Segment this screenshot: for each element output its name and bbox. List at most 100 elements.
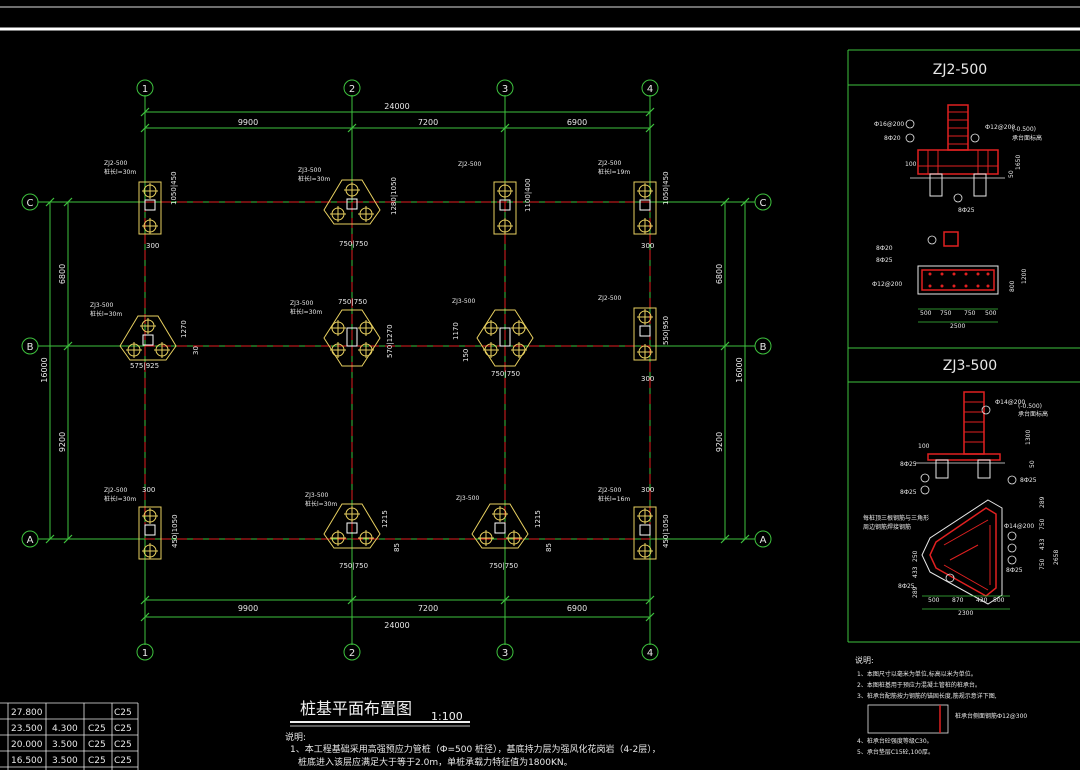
elev-r4-c4: C25 <box>114 756 132 766</box>
zj3-b2: 8Ф25 <box>900 489 917 496</box>
cap-a3-side: 85 <box>545 543 553 552</box>
right-notes-heading: 说明: <box>855 655 874 665</box>
zj3-plan-r1: Ф14@200 <box>1004 523 1034 530</box>
elev-r3-c2: 3.500 <box>52 740 78 750</box>
detail-panel: ZJ2-500 ZJ3-500 Ф16@200 8Ф20 Ф12@200 (-0… <box>847 49 1080 643</box>
cap-a2-dim-h: 750|750 <box>339 562 368 570</box>
cap-b1-dim-v: 1270 <box>180 320 188 338</box>
cap-b1-length: 桩长l=30m <box>90 310 122 318</box>
axis-a-right: A <box>760 535 767 546</box>
cap-c2-dim-v: 1280|1050 <box>390 177 398 215</box>
cap-c2-length: 桩长l=30m <box>298 175 330 183</box>
zj2-bottom: 8Ф25 <box>958 207 975 214</box>
dim-span-ba-right: 9200 <box>715 432 724 452</box>
zj2-plan-d1: 800 <box>1009 280 1016 292</box>
cap-a2-name: ZJ3-500 <box>305 492 328 499</box>
dim-span-cb-left: 6800 <box>58 264 67 284</box>
cap-c3-name: ZJ2-500 <box>458 161 481 168</box>
zj3-h100: 100 <box>918 443 930 450</box>
cap-a1-name: ZJ2-500 <box>104 487 127 494</box>
dim-span-1-2-bottom: 9900 <box>238 604 258 613</box>
right-notes-l5: 5、承台垫层C15砼,100厚。 <box>857 748 934 756</box>
cap-b3-dim-h: 750|750 <box>491 370 520 378</box>
cap-b2[interactable]: ZJ3-500 桩长l=30m 750|750 570|1270 <box>290 298 394 366</box>
zj3-elev: (-0.500) <box>1018 403 1042 410</box>
zj2-width-4: 500 <box>985 310 997 317</box>
zj3-width-3: 430 <box>976 597 988 604</box>
zj2-section: Ф16@200 8Ф20 Ф12@200 (-0.500) 承台面标高 100 … <box>874 104 1042 214</box>
notes-line-1: 1、本工程基础采用高强预应力管桩（Ф=500 桩径），基底持力层为强风化花岗岩（… <box>290 743 661 755</box>
cap-c4-length: 桩长l=19m <box>598 168 630 176</box>
axis-c-left: C <box>27 198 34 209</box>
cap-b4-dim-h: 300 <box>641 375 654 383</box>
axis-3-top: 3 <box>502 84 508 95</box>
elev-r3-c4: C25 <box>114 740 132 750</box>
zj2-rebar-c: Ф12@200 <box>985 124 1015 131</box>
zj2-rebar-b: 8Ф20 <box>884 135 901 142</box>
elevation-table: 27.800 C25 23.500 4.300 C25 C25 20.000 3… <box>0 702 139 770</box>
zj3-total: 2300 <box>958 610 973 617</box>
zj3-vdim2-2: 433 <box>912 566 919 578</box>
cap-a4-dim-v: 450|1050 <box>662 514 670 548</box>
cap-c2[interactable]: ZJ3-500 桩长l=30m 1280|1050 750|750 <box>298 167 398 248</box>
right-notes: 说明: 1、本图尺寸以毫米为单位,标高以米为单位。 2、本图桩基用于预应力混凝土… <box>855 655 1027 756</box>
zj3-vdim-2: 750 <box>1039 518 1046 530</box>
zj2-h1650: 1650 <box>1015 155 1022 170</box>
zj3-vdim-4: 750 <box>1039 558 1046 570</box>
axis-a-left: A <box>27 535 34 546</box>
elev-r2-c2: 4.300 <box>52 724 78 734</box>
plan-title-block: 桩基平面布置图 1:100 <box>290 699 470 727</box>
cap-b3-side: 150 <box>462 349 470 362</box>
elev-r1-c4: C25 <box>114 708 132 718</box>
legend-sketch <box>867 704 949 734</box>
zj2-width-3: 750 <box>964 310 976 317</box>
elev-r1-c1: 27.800 <box>11 708 43 718</box>
cap-a1[interactable]: ZJ2-500 桩长l=30m 300 450|1050 <box>104 486 179 559</box>
cap-c1[interactable]: ZJ2-500 桩长l=30m 1050|450 300 <box>104 160 178 250</box>
cap-b1-side: 30 <box>192 346 200 355</box>
cap-c4-dim-h: 300 <box>641 242 654 250</box>
zj2-total: 2500 <box>950 323 965 330</box>
dim-span-1-2-top: 9900 <box>238 118 258 127</box>
zj3-elev-note: 承台面标高 <box>1018 410 1048 418</box>
elev-r3-c1: 20.000 <box>11 740 43 750</box>
dim-overall-bottom: 24000 <box>384 621 409 630</box>
elev-r4-c1: 16.500 <box>11 756 43 766</box>
elev-r2-c1: 23.500 <box>11 724 43 734</box>
zj2-plan-c: Ф12@200 <box>872 281 902 288</box>
right-notes-l1: 1、本图尺寸以毫米为单位,标高以米为单位。 <box>857 670 977 678</box>
zj3-plan: 每桩顶三根钢筋与三角形 周边钢筋焊接钢筋 Ф14@200 8Ф25 8Ф25 2… <box>863 496 1060 617</box>
cap-b3[interactable]: ZJ3-500 1170 750|750 150 <box>452 298 533 378</box>
dim-span-ba-left: 9200 <box>58 432 67 452</box>
cap-c3[interactable]: ZJ2-500 1100|400 <box>458 161 532 234</box>
cap-a2[interactable]: ZJ3-500 桩长l=30m 1215 750|750 85 <box>305 492 401 570</box>
plan-scale: 1:100 <box>431 710 463 723</box>
cap-a1-dim-v: 450|1050 <box>171 514 179 548</box>
dim-overall-top: 24000 <box>384 102 409 111</box>
cap-a4[interactable]: ZJ2-500 桩长l=16m 300 450|1050 <box>598 486 670 559</box>
axis-4-top: 4 <box>647 84 653 95</box>
zj3-b3: 8Ф25 <box>1020 477 1037 484</box>
right-notes-l4: 4、桩承台砼强度等级C30。 <box>857 737 933 745</box>
cap-a1-length: 桩长l=30m <box>104 495 136 503</box>
zj3-vdim2-1: 289 <box>912 586 919 598</box>
zj2-width-2: 750 <box>940 310 952 317</box>
cap-b4[interactable]: ZJ2-500 550|950 300 <box>598 295 670 383</box>
zj3-h1300: 1300 <box>1025 430 1032 445</box>
cap-a4-dim-top: 300 <box>641 486 654 494</box>
zj3-section: Ф14@200 (-0.500) 承台面标高 1300 100 50 8Ф25 … <box>900 391 1048 496</box>
cap-b3-name: ZJ3-500 <box>452 298 475 305</box>
right-notes-l2: 2、本图桩基用于预应力混凝土管桩的桩承台。 <box>857 681 981 689</box>
zj3-rebar-a: Ф14@200 <box>995 399 1025 406</box>
cap-b1-dim-h: 575|925 <box>130 362 159 370</box>
axis-c-right: C <box>760 198 767 209</box>
dim-span-cb-right: 6800 <box>715 264 724 284</box>
axis-b-left: B <box>27 342 34 353</box>
cap-b1[interactable]: ZJ3-500 桩长l=30m 1270 575|925 30 <box>90 302 200 370</box>
cap-a3[interactable]: ZJ3-500 1215 750|750 85 <box>456 495 553 570</box>
zj3-plan-r2: 8Ф25 <box>1006 567 1023 574</box>
dim-span-3-4-bottom: 6900 <box>567 604 587 613</box>
notes-heading: 说明: <box>285 731 306 743</box>
cap-c4[interactable]: ZJ2-500 桩长l=19m 1050|450 300 <box>598 160 670 250</box>
cap-c1-length: 桩长l=30m <box>104 168 136 176</box>
